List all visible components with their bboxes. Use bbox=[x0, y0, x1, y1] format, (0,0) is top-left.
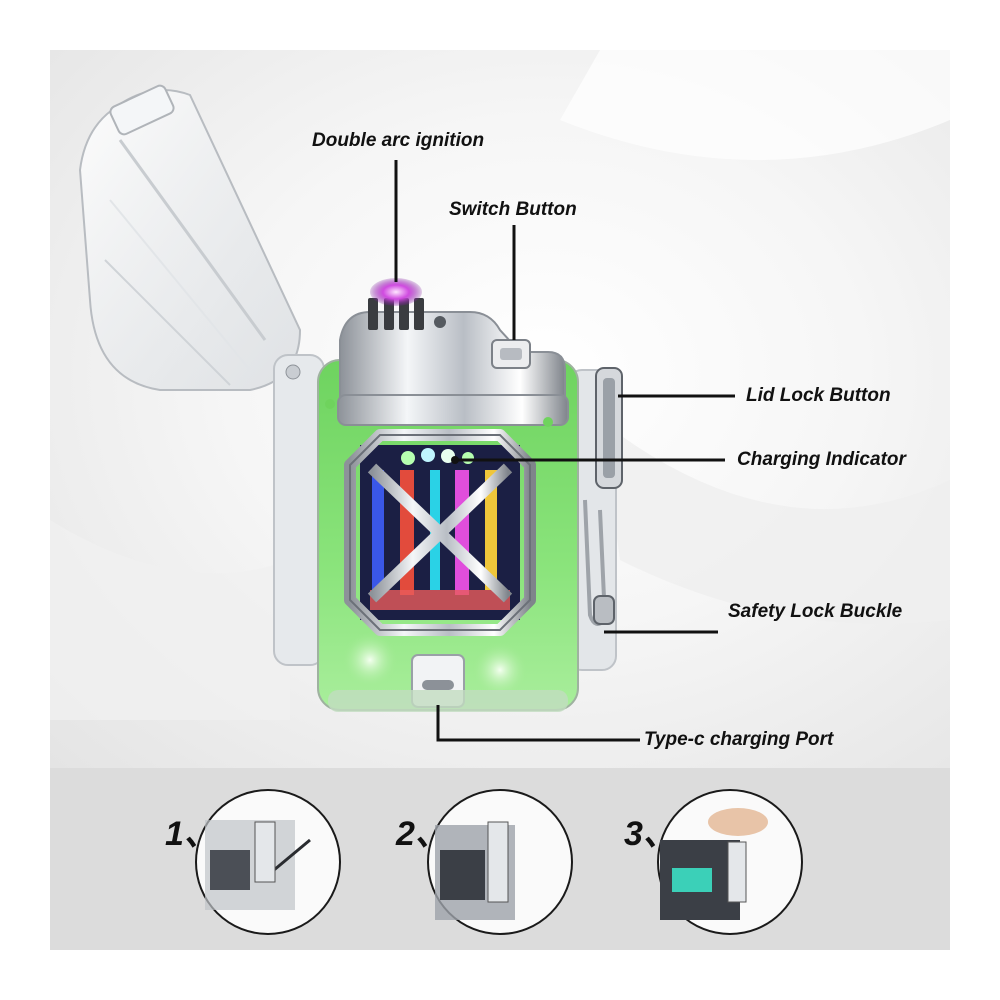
callout-safety-lock: Safety Lock Buckle bbox=[728, 601, 903, 622]
callout-charging-indicator: Charging Indicator bbox=[737, 449, 906, 470]
switch-button[interactable] bbox=[491, 339, 531, 369]
callout-double-arc: Double arc ignition bbox=[312, 130, 485, 151]
step-number-2: 2、 bbox=[396, 815, 449, 853]
callout-lid-lock: Lid Lock Button bbox=[746, 385, 891, 406]
lighter-base bbox=[328, 690, 568, 712]
glow-light bbox=[472, 642, 528, 698]
callout-lines bbox=[394, 160, 735, 742]
step-1-image bbox=[195, 789, 341, 935]
step-3-image bbox=[657, 789, 803, 935]
step-2-image bbox=[427, 789, 573, 935]
glow-light bbox=[342, 632, 398, 688]
safety-lock-buckle[interactable] bbox=[583, 499, 615, 626]
step-number-3: 3、 bbox=[624, 815, 677, 853]
bg-swoosh bbox=[600, 420, 950, 624]
callout-type-c: Type-c charging Port bbox=[644, 729, 834, 750]
charging-indicator bbox=[401, 448, 474, 465]
step-number-1: 1、 bbox=[165, 815, 218, 853]
bg-swoosh bbox=[50, 520, 290, 720]
bg-swoosh bbox=[560, 50, 950, 160]
chrome-top bbox=[325, 311, 569, 427]
open-lid bbox=[78, 84, 302, 391]
lid-lock-button[interactable] bbox=[595, 367, 623, 489]
arc-electrodes bbox=[368, 278, 446, 330]
callout-switch-button: Switch Button bbox=[449, 199, 577, 220]
